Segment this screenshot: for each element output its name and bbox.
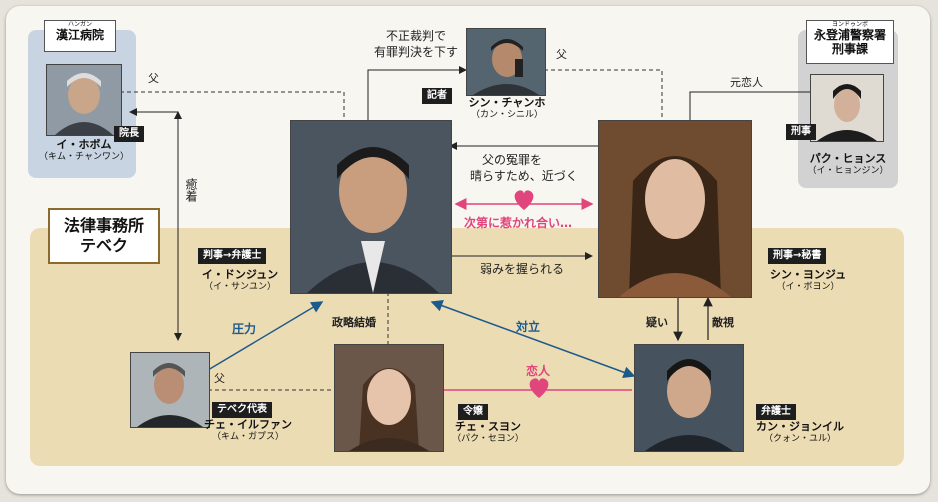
- law-firm-label: 法律事務所 テベク: [48, 208, 160, 264]
- tag-lee-dongjun: 判事→弁護士: [198, 248, 266, 264]
- tag-shin-changho: 記者: [422, 88, 452, 104]
- label-hostility: 敵視: [712, 316, 734, 330]
- police-name-line2: 刑事課: [807, 42, 893, 56]
- actor-shin-changho: （カン・シニル）: [452, 110, 562, 121]
- line-father-left: [120, 92, 344, 120]
- name-choi-ilhwan-jp: チェ・イルファン: [196, 418, 300, 432]
- label-conflict: 対立: [516, 320, 540, 334]
- police-label: ヨンドゥンポ 永登浦警察署 刑事課: [806, 20, 894, 64]
- name-choi-suyeon: チェ・スヨン （パク・セヨン）: [440, 420, 536, 445]
- portrait-lee-hobom: [46, 64, 122, 136]
- label-father-top: 父: [556, 48, 567, 62]
- label-collusion: 癒着: [184, 178, 198, 202]
- label-lovers: 恋人: [526, 364, 550, 378]
- actor-lee-hobom: （キム・チャンワン）: [32, 152, 136, 163]
- name-kang-jeongil: カン・ジョンイル （クォン・ユル）: [744, 420, 856, 445]
- actor-choi-suyeon: （パク・セヨン）: [440, 434, 536, 445]
- portrait-shin-changho: [466, 28, 546, 96]
- actor-park-hyunsu: （イ・ヒョンジン）: [798, 166, 898, 177]
- hospital-name: 漢江病院: [45, 28, 115, 42]
- name-lee-dongjun-jp: イ・ドンジュン: [188, 268, 292, 282]
- police-ruby: ヨンドゥンポ: [807, 21, 893, 28]
- tag-choi-suyeon: 令嬢: [458, 404, 488, 420]
- actor-choi-ilhwan: （キム・ガプス）: [196, 432, 300, 443]
- name-lee-hobom-jp: イ・ホボム: [32, 138, 136, 152]
- name-shin-yeongju: シン・ヨンジュ （イ・ボヨン）: [756, 268, 860, 293]
- label-pressure: 圧力: [232, 322, 256, 336]
- portrait-choi-ilhwan: [130, 352, 210, 428]
- label-unjust-line2: 有罪判決を下す: [374, 44, 458, 60]
- name-shin-changho: シン・チャンホ （カン・シニル）: [452, 96, 562, 121]
- law-firm-line1: 法律事務所: [50, 216, 158, 236]
- label-unjust-line1: 不正裁判で: [374, 28, 458, 44]
- line-pressure: [208, 302, 322, 370]
- label-father-bottom: 父: [214, 372, 225, 386]
- law-firm-line2: テベク: [50, 236, 158, 256]
- label-marriage: 政略結婚: [332, 316, 376, 330]
- label-ex-lover: 元恋人: [730, 76, 763, 90]
- label-father-left: 父: [148, 72, 159, 86]
- actor-shin-yeongju: （イ・ボヨン）: [756, 282, 860, 293]
- label-doubt: 疑い: [646, 316, 668, 330]
- hospital-label: ハンガン 漢江病院: [44, 20, 116, 52]
- heart-lovers: [530, 378, 549, 398]
- heart-attraction: [515, 190, 534, 210]
- name-shin-changho-jp: シン・チャンホ: [452, 96, 562, 110]
- portrait-kang-jeongil: [634, 344, 744, 452]
- label-weakness: 弱みを握られる: [480, 262, 564, 276]
- label-approach: 父の冤罪を 晴らすため、近づく: [470, 152, 578, 184]
- name-choi-suyeon-jp: チェ・スヨン: [440, 420, 536, 434]
- police-name-line1: 永登浦警察署: [807, 28, 893, 42]
- label-approach-line2: 晴らすため、近づく: [470, 168, 578, 184]
- label-approach-line1: 父の冤罪を: [470, 152, 578, 168]
- tag-shin-yeongju: 刑事→秘書: [768, 248, 826, 264]
- portrait-lee-dongjun: [290, 120, 452, 294]
- label-unjust-verdict: 不正裁判で 有罪判決を下す: [374, 28, 458, 60]
- hospital-ruby: ハンガン: [45, 21, 115, 28]
- actor-lee-dongjun: （イ・サンユン）: [188, 282, 292, 293]
- tag-choi-ilhwan: テベク代表: [212, 402, 272, 418]
- actor-kang-jeongil: （クォン・ユル）: [744, 434, 856, 445]
- portrait-park-hyunsu: [810, 74, 884, 142]
- name-park-hyunsu-jp: パク・ヒョンス: [798, 152, 898, 166]
- name-shin-yeongju-jp: シン・ヨンジュ: [756, 268, 860, 282]
- name-kang-jeongil-jp: カン・ジョンイル: [744, 420, 856, 434]
- label-attraction: 次第に惹かれ合い…: [464, 216, 572, 230]
- name-lee-dongjun: イ・ドンジュン （イ・サンユン）: [188, 268, 292, 293]
- tag-kang-jeongil: 弁護士: [756, 404, 796, 420]
- portrait-shin-yeongju: [598, 120, 752, 298]
- line-ex-lover: [690, 92, 810, 120]
- name-lee-hobom: イ・ホボム （キム・チャンワン）: [32, 138, 136, 163]
- name-park-hyunsu: パク・ヒョンス （イ・ヒョンジン）: [798, 152, 898, 177]
- portrait-choi-suyeon: [334, 344, 444, 452]
- name-choi-ilhwan: チェ・イルファン （キム・ガプス）: [196, 418, 300, 443]
- tag-park-hyunsu: 刑事: [786, 124, 816, 140]
